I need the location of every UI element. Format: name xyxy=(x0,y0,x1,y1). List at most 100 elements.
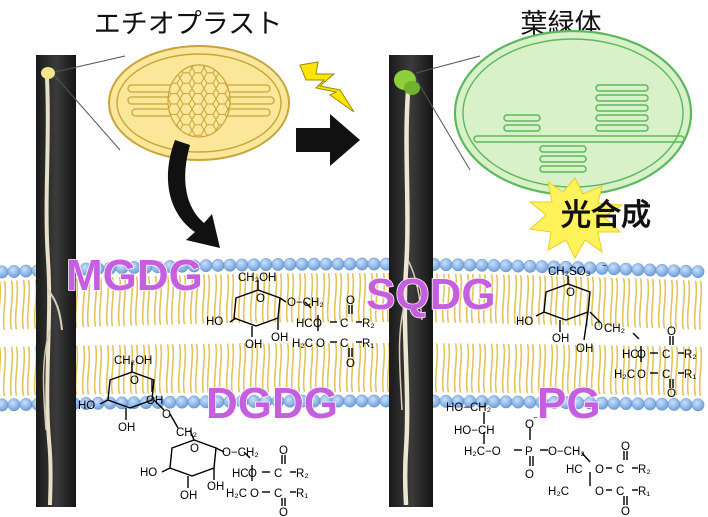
svg-text:C: C xyxy=(274,488,282,500)
lipid-head xyxy=(511,259,525,273)
svg-text:O: O xyxy=(316,338,325,350)
chloroplast-illustration xyxy=(415,29,693,197)
lipid-head xyxy=(223,258,237,272)
svg-text:C: C xyxy=(340,318,348,330)
svg-text:HO−CH: HO−CH xyxy=(454,425,495,437)
svg-text:R₂: R₂ xyxy=(638,464,651,476)
etioplast-heading: エチオプラスト xyxy=(94,9,282,40)
svg-text:R₁: R₁ xyxy=(684,369,696,381)
svg-text:O: O xyxy=(162,409,171,421)
lipid-head xyxy=(691,265,705,279)
lipid-head xyxy=(307,257,321,271)
svg-text:OH: OH xyxy=(146,395,163,407)
pg-structure: HO−CH₂ HO−CH H₂C−O O − P O O−CH₂ HC O C … xyxy=(446,402,651,517)
lipid-head xyxy=(499,395,513,409)
svg-text:R₂: R₂ xyxy=(362,318,375,330)
svg-text:P: P xyxy=(525,446,533,458)
lipid-head xyxy=(691,398,705,412)
svg-text:CH₂: CH₂ xyxy=(604,323,625,335)
lipid-head xyxy=(355,257,369,271)
lipid-head xyxy=(271,258,285,271)
svg-text:OH: OH xyxy=(245,339,262,351)
lipid-head xyxy=(331,257,345,271)
etioplast-illustration xyxy=(54,45,290,161)
lipid-head xyxy=(607,262,621,276)
lipid-head xyxy=(655,263,669,277)
mgdg-label: MGDG xyxy=(66,251,203,300)
svg-text:H₂C: H₂C xyxy=(614,369,635,381)
svg-text:H₂C−O: H₂C−O xyxy=(464,446,501,458)
lipid-head xyxy=(7,398,21,412)
svg-text:C: C xyxy=(340,338,348,350)
svg-text:HO−CH₂: HO−CH₂ xyxy=(446,402,491,414)
svg-text:R₁: R₁ xyxy=(638,486,650,498)
svg-text:C: C xyxy=(274,468,282,480)
svg-text:O: O xyxy=(594,321,603,333)
light-bolt-icon xyxy=(299,61,355,113)
svg-text:−: − xyxy=(533,413,538,422)
svg-text:O: O xyxy=(130,375,139,387)
lipid-head xyxy=(679,398,693,412)
svg-text:HO: HO xyxy=(516,316,533,328)
lipid-head xyxy=(631,397,645,411)
svg-text:O: O xyxy=(667,326,676,338)
lipid-head xyxy=(319,257,333,271)
lipid-head xyxy=(439,258,453,272)
svg-text:O: O xyxy=(346,358,355,370)
svg-text:O: O xyxy=(566,287,575,299)
svg-text:O: O xyxy=(256,293,265,305)
svg-text:C: C xyxy=(662,369,670,381)
sqdg-label: SQDG xyxy=(366,270,496,319)
svg-text:HO: HO xyxy=(78,400,95,412)
svg-text:CH₂OH: CH₂OH xyxy=(238,272,276,284)
svg-text:O−CH₂: O−CH₂ xyxy=(548,446,585,458)
svg-text:−: − xyxy=(602,261,607,270)
svg-text:CH₂: CH₂ xyxy=(176,427,197,439)
lipid-head xyxy=(367,257,381,271)
lipid-head xyxy=(511,395,525,409)
lipid-head xyxy=(667,264,681,278)
lipid-head xyxy=(523,259,537,273)
svg-text:O: O xyxy=(190,443,199,455)
svg-text:OH: OH xyxy=(207,481,224,493)
lipid-head xyxy=(247,258,261,272)
dgdg-structure: CH₂OH O HO OH OH O CH₂ O O−CH₂ HO OH OH … xyxy=(78,355,309,517)
svg-text:O: O xyxy=(667,388,676,400)
svg-text:HO: HO xyxy=(140,467,157,479)
svg-text:HC: HC xyxy=(296,318,313,330)
lipid-head xyxy=(19,264,33,278)
pg-label: PG xyxy=(537,379,601,428)
svg-text:C: C xyxy=(616,486,624,498)
dgdg-label: DGDG xyxy=(206,379,338,428)
lipid-head xyxy=(0,265,9,279)
svg-text:O: O xyxy=(250,488,259,500)
svg-text:C: C xyxy=(616,464,624,476)
lipid-head xyxy=(523,395,537,409)
svg-text:O: O xyxy=(279,445,288,457)
svg-text:C: C xyxy=(662,349,670,361)
lipid-head xyxy=(607,396,621,410)
lipid-head xyxy=(163,395,177,409)
svg-text:R₂: R₂ xyxy=(684,349,697,361)
svg-text:HC: HC xyxy=(622,349,639,361)
lipid-head xyxy=(7,265,21,278)
svg-text:O: O xyxy=(525,469,534,481)
svg-text:CH₂OH: CH₂OH xyxy=(114,355,152,367)
lipid-head xyxy=(103,396,117,410)
svg-text:HC: HC xyxy=(566,464,583,476)
svg-text:O: O xyxy=(621,441,630,453)
lipid-head xyxy=(667,397,681,411)
svg-text:R₂: R₂ xyxy=(296,468,309,480)
etiolated-cotyledon xyxy=(41,67,55,79)
photosynthesis-label: 光合成 xyxy=(561,198,651,233)
lipid-head xyxy=(187,395,201,409)
sqdg-structure: CH₂SO₃ − O HO OH O CH₂ OH HC O C R₂ O H₂… xyxy=(516,261,697,400)
svg-text:O: O xyxy=(595,464,604,476)
right-arrow-icon xyxy=(296,114,360,166)
lipid-head xyxy=(0,398,9,412)
lipid-head xyxy=(343,394,357,408)
svg-text:O−CH₂: O−CH₂ xyxy=(287,297,324,309)
prolamellar-body xyxy=(167,64,231,138)
svg-text:HO: HO xyxy=(206,316,223,328)
